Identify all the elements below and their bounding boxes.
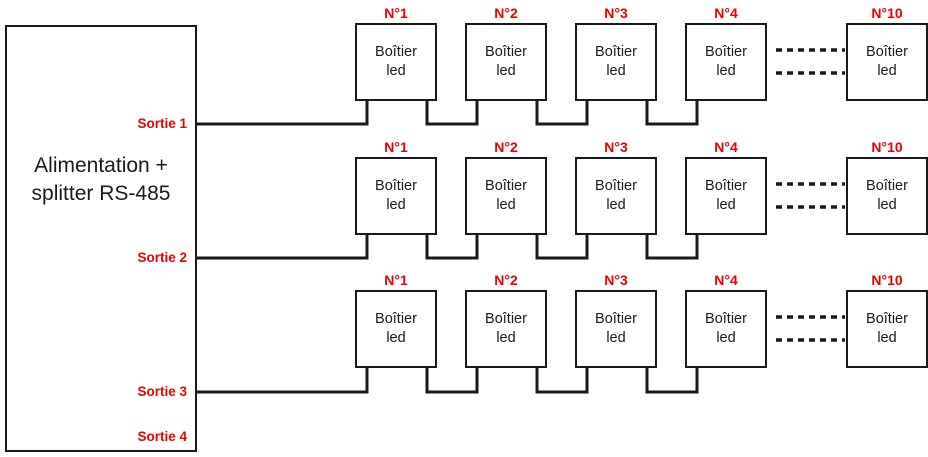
led-box-label-line2: led xyxy=(877,63,897,79)
led-box-label-line2: led xyxy=(606,63,626,79)
led-box-label-line1: Boîtier xyxy=(375,311,417,327)
led-box-label-line2: led xyxy=(606,197,626,213)
box-number-r2c10: N°10 xyxy=(871,139,903,155)
led-box-label-line1: Boîtier xyxy=(705,178,747,194)
led-box-label-line1: Boîtier xyxy=(485,178,527,194)
led-box-label-line1: Boîtier xyxy=(866,44,908,60)
box-number-r2c4: N°4 xyxy=(714,139,738,155)
led-box-label-line2: led xyxy=(877,330,897,346)
box-number-r3c10: N°10 xyxy=(871,272,903,288)
led-box-label-line2: led xyxy=(496,63,516,79)
box-number-r3c4: N°4 xyxy=(714,272,738,288)
led-box-label-line1: Boîtier xyxy=(705,311,747,327)
led-box-r2c10: Boîtier led xyxy=(846,157,928,235)
box-number-r3c1: N°1 xyxy=(384,272,408,288)
led-box-label-line1: Boîtier xyxy=(595,44,637,60)
led-box-r2c1: Boîtier led xyxy=(355,157,437,235)
box-number-r1c2: N°2 xyxy=(494,5,518,21)
led-box-label-line1: Boîtier xyxy=(375,178,417,194)
led-box-label-line2: led xyxy=(716,197,736,213)
box-number-r3c2: N°2 xyxy=(494,272,518,288)
led-box-label-line1: Boîtier xyxy=(595,178,637,194)
led-box-label-line2: led xyxy=(606,330,626,346)
box-number-r2c1: N°1 xyxy=(384,139,408,155)
led-box-r1c4: Boîtier led xyxy=(685,23,767,101)
led-box-label-line2: led xyxy=(496,330,516,346)
led-box-label-line1: Boîtier xyxy=(485,44,527,60)
led-box-label-line1: Boîtier xyxy=(866,178,908,194)
led-box-label-line2: led xyxy=(716,330,736,346)
led-box-label-line1: Boîtier xyxy=(595,311,637,327)
box-number-r3c3: N°3 xyxy=(604,272,628,288)
led-box-r3c4: Boîtier led xyxy=(685,290,767,368)
led-box-label-line2: led xyxy=(496,197,516,213)
output-label-sortie-1: Sortie 1 xyxy=(137,116,187,131)
led-box-r3c2: Boîtier led xyxy=(465,290,547,368)
led-box-label-line1: Boîtier xyxy=(705,44,747,60)
led-box-r1c1: Boîtier led xyxy=(355,23,437,101)
psu-title: Alimentation + splitter RS-485 xyxy=(31,154,171,205)
led-box-r2c3: Boîtier led xyxy=(575,157,657,235)
led-box-label-line2: led xyxy=(877,197,897,213)
led-box-r2c2: Boîtier led xyxy=(465,157,547,235)
led-box-label-line1: Boîtier xyxy=(866,311,908,327)
led-box-label-line2: led xyxy=(386,63,406,79)
wire-chain-row-2 xyxy=(197,235,699,260)
wire-chain-row-3 xyxy=(197,368,699,394)
wire-chain-row-1 xyxy=(197,101,699,126)
led-box-r2c4: Boîtier led xyxy=(685,157,767,235)
led-box-r1c2: Boîtier led xyxy=(465,23,547,101)
led-box-r1c10: Boîtier led xyxy=(846,23,928,101)
led-box-label-line2: led xyxy=(716,63,736,79)
led-box-r3c10: Boîtier led xyxy=(846,290,928,368)
led-box-label-line1: Boîtier xyxy=(375,44,417,60)
power-supply-splitter-panel xyxy=(5,25,197,452)
box-number-r2c2: N°2 xyxy=(494,139,518,155)
box-number-r2c3: N°3 xyxy=(604,139,628,155)
box-number-r1c1: N°1 xyxy=(384,5,408,21)
led-box-label-line1: Boîtier xyxy=(485,311,527,327)
ellipsis-dashes xyxy=(776,48,845,342)
led-box-label-line2: led xyxy=(386,197,406,213)
led-box-r3c3: Boîtier led xyxy=(575,290,657,368)
led-box-r3c1: Boîtier led xyxy=(355,290,437,368)
led-box-r1c3: Boîtier led xyxy=(575,23,657,101)
box-number-r1c4: N°4 xyxy=(714,5,738,21)
output-label-sortie-3: Sortie 3 xyxy=(137,384,187,399)
led-box-label-line2: led xyxy=(386,330,406,346)
output-label-sortie-2: Sortie 2 xyxy=(137,250,187,265)
output-label-sortie-4: Sortie 4 xyxy=(137,429,187,444)
box-number-r1c3: N°3 xyxy=(604,5,628,21)
box-number-r1c10: N°10 xyxy=(871,5,903,21)
